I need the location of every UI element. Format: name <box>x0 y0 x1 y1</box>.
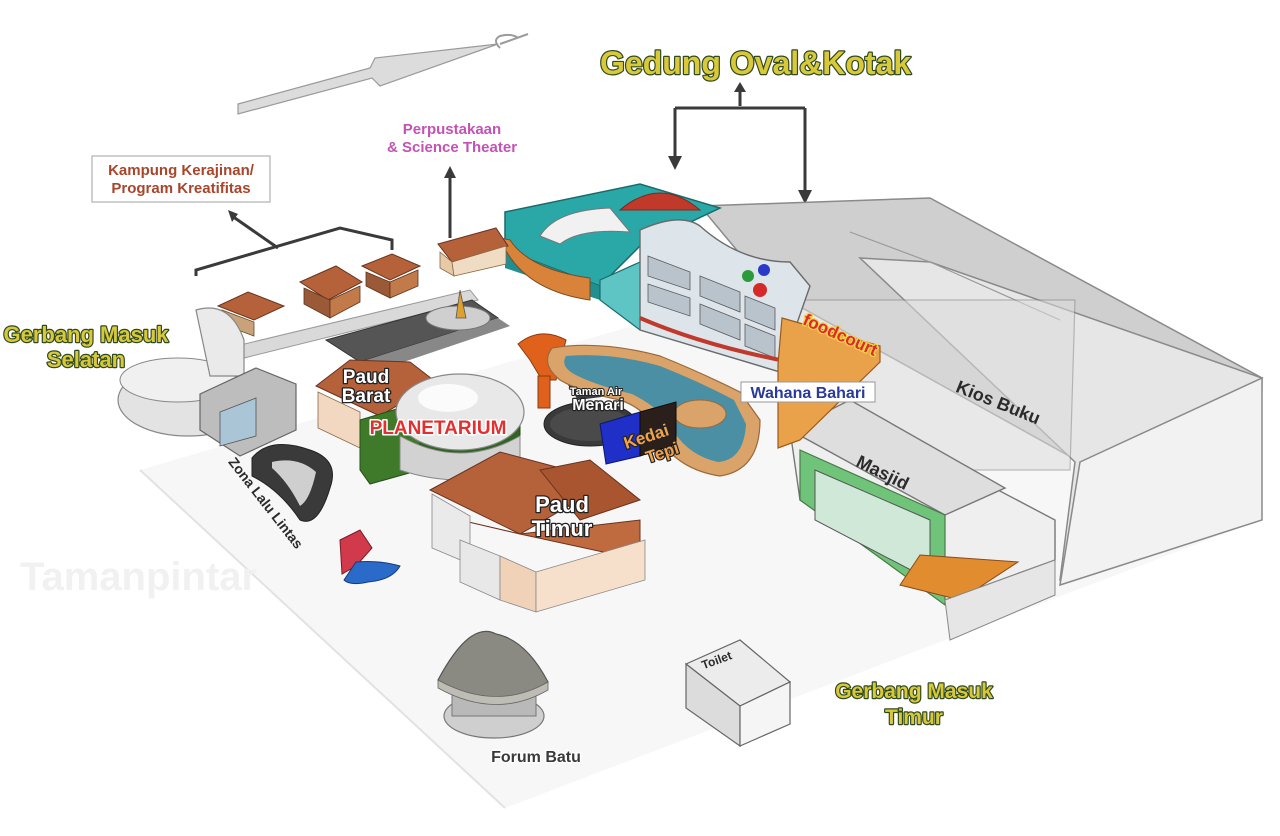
label-gerbang-timur-line2: Timur <box>885 706 943 729</box>
label-taman-air-line1: Taman Air <box>570 386 623 398</box>
watermark-text: Tamanpintar <box>20 555 257 599</box>
masjid-building <box>788 399 1056 641</box>
pointer-arrow-icon <box>444 166 456 238</box>
gedung-kotak-building <box>639 219 811 373</box>
label-perpustakaan-line2: & Science Theater <box>387 139 517 156</box>
paud-timur-building <box>428 451 646 613</box>
label-taman-air-line2: Menari <box>572 397 624 414</box>
label-planetarium: PLANETARIUM <box>370 418 507 439</box>
label-gerbang-timur-line1: Gerbang Masuk <box>835 680 993 703</box>
forum-batu-structure <box>437 630 549 739</box>
kampung-label-box <box>91 155 271 203</box>
label-paud-barat-line2: Barat <box>342 386 391 407</box>
paud-barat-building <box>315 359 437 449</box>
label-paud-barat-line1: Paud <box>343 367 389 388</box>
toilet-building <box>684 639 792 748</box>
label-perpustakaan-line1: Perpustakaan <box>403 121 501 138</box>
kampung-walkway <box>235 289 510 372</box>
planetarium-building <box>359 373 525 485</box>
label-kampung-line2: Program Kreatifitas <box>111 180 250 197</box>
playground-slide <box>339 529 401 585</box>
pointer-arrow-icon <box>194 210 394 276</box>
north-arrow-icon <box>237 33 529 115</box>
label-kampung-line1: Kampung Kerajinan/ <box>108 162 255 179</box>
kedai-tepi-building <box>599 401 677 465</box>
label-paud-timur-line1: Paud <box>535 492 589 517</box>
label-gerbang-selatan-line2: Selatan <box>47 347 125 372</box>
label-wahana-bahari: Wahana Bahari <box>751 385 866 402</box>
pointer-arrow-icon <box>668 82 812 204</box>
gerbang-selatan-structure <box>117 307 297 457</box>
label-gerbang-selatan-line1: Gerbang Masuk <box>3 322 169 347</box>
label-forum-batu: Forum Batu <box>491 749 581 766</box>
map-title: Gedung Oval&Kotak <box>600 45 911 81</box>
perpustakaan-building <box>437 227 509 277</box>
plot-edge <box>139 469 506 809</box>
label-paud-timur-line2: Timur <box>532 516 593 541</box>
zona-lalu-lintas-track <box>251 444 333 522</box>
wahana-bahari-label-box <box>740 381 876 403</box>
